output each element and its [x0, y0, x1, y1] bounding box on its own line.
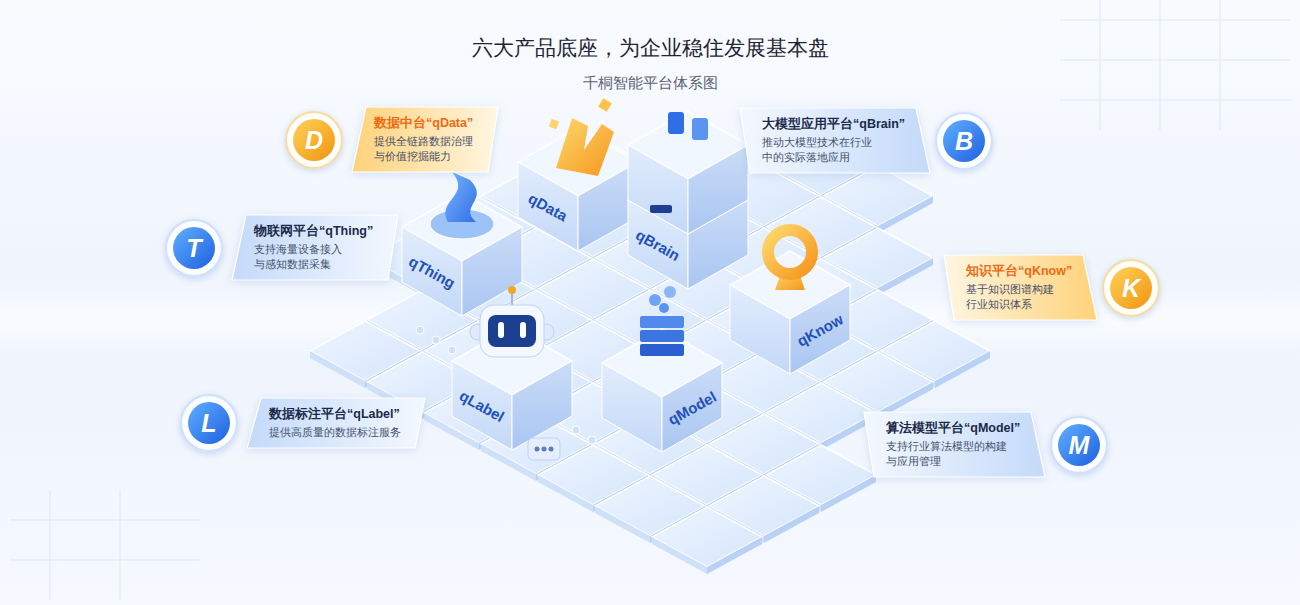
icon-core: T — [173, 227, 215, 269]
qlabel-robot — [452, 286, 572, 450]
diagram-title: 六大产品底座，为企业稳住发展基本盘 — [0, 34, 1300, 62]
platform-card: 大模型应用平台“qBrain” 推动大模型技术在行业 中的实际落地应用 — [740, 108, 930, 173]
card-description: 提供高质量的数据标注服务 — [269, 425, 401, 440]
icon-letter: D — [305, 128, 323, 153]
qthing-building — [402, 172, 522, 316]
platform-card: 算法模型平台“qModel” 支持行业算法模型的构建 与应用管理 — [864, 412, 1045, 477]
icon-core: B — [943, 120, 985, 162]
card-heading: 数据标注平台“qLabel” — [269, 406, 403, 423]
icon-core: K — [1110, 267, 1152, 309]
platform-card: 知识平台“qKnow” 基于知识图谱构建 行业知识体系 — [944, 255, 1097, 320]
qknow-building — [730, 230, 850, 374]
qmodel-server — [602, 286, 722, 452]
icon-badge: K — [1102, 259, 1160, 317]
card-heading: 数据中台“qData” — [374, 115, 476, 132]
qdata-building — [518, 98, 638, 251]
card-description: 支持海量设备接入 与感知数据采集 — [254, 242, 342, 272]
icon-badge: T — [165, 219, 223, 277]
icon-letter: M — [1069, 433, 1090, 458]
qbrain-building — [628, 111, 748, 289]
card-heading: 物联网平台“qThing” — [254, 223, 376, 240]
card-shape — [247, 398, 425, 448]
icon-badge: L — [180, 394, 238, 452]
icon-core: D — [293, 119, 335, 161]
platform-card: 数据中台“qData” 提供全链路数据治理 与价值挖掘能力 — [352, 107, 498, 172]
diagram-caption: 千桐智能平台体系图 — [0, 74, 1300, 93]
icon-core: L — [188, 402, 230, 444]
icon-badge: D — [285, 111, 343, 169]
card-heading: 算法模型平台“qModel” — [886, 420, 1023, 437]
icon-badge: M — [1050, 416, 1108, 474]
chat-icon — [528, 438, 560, 460]
card-description: 基于知识图谱构建 行业知识体系 — [966, 282, 1054, 312]
card-description: 推动大模型技术在行业 中的实际落地应用 — [762, 135, 872, 165]
card-heading: 大模型应用平台“qBrain” — [762, 116, 908, 133]
card-description: 提供全链路数据治理 与价值挖掘能力 — [374, 134, 473, 164]
icon-letter: B — [955, 129, 973, 154]
icon-badge: B — [935, 112, 993, 170]
card-description: 支持行业算法模型的构建 与应用管理 — [886, 439, 1007, 469]
icon-letter: L — [201, 411, 216, 436]
icon-core: M — [1058, 424, 1100, 466]
platform-card: 物联网平台“qThing” 支持海量设备接入 与感知数据采集 — [232, 215, 398, 280]
icon-letter: K — [1122, 276, 1140, 301]
card-heading: 知识平台“qKnow” — [966, 263, 1075, 280]
platform-card: 数据标注平台“qLabel” 提供高质量的数据标注服务 — [247, 398, 425, 448]
icon-letter: T — [186, 236, 201, 261]
